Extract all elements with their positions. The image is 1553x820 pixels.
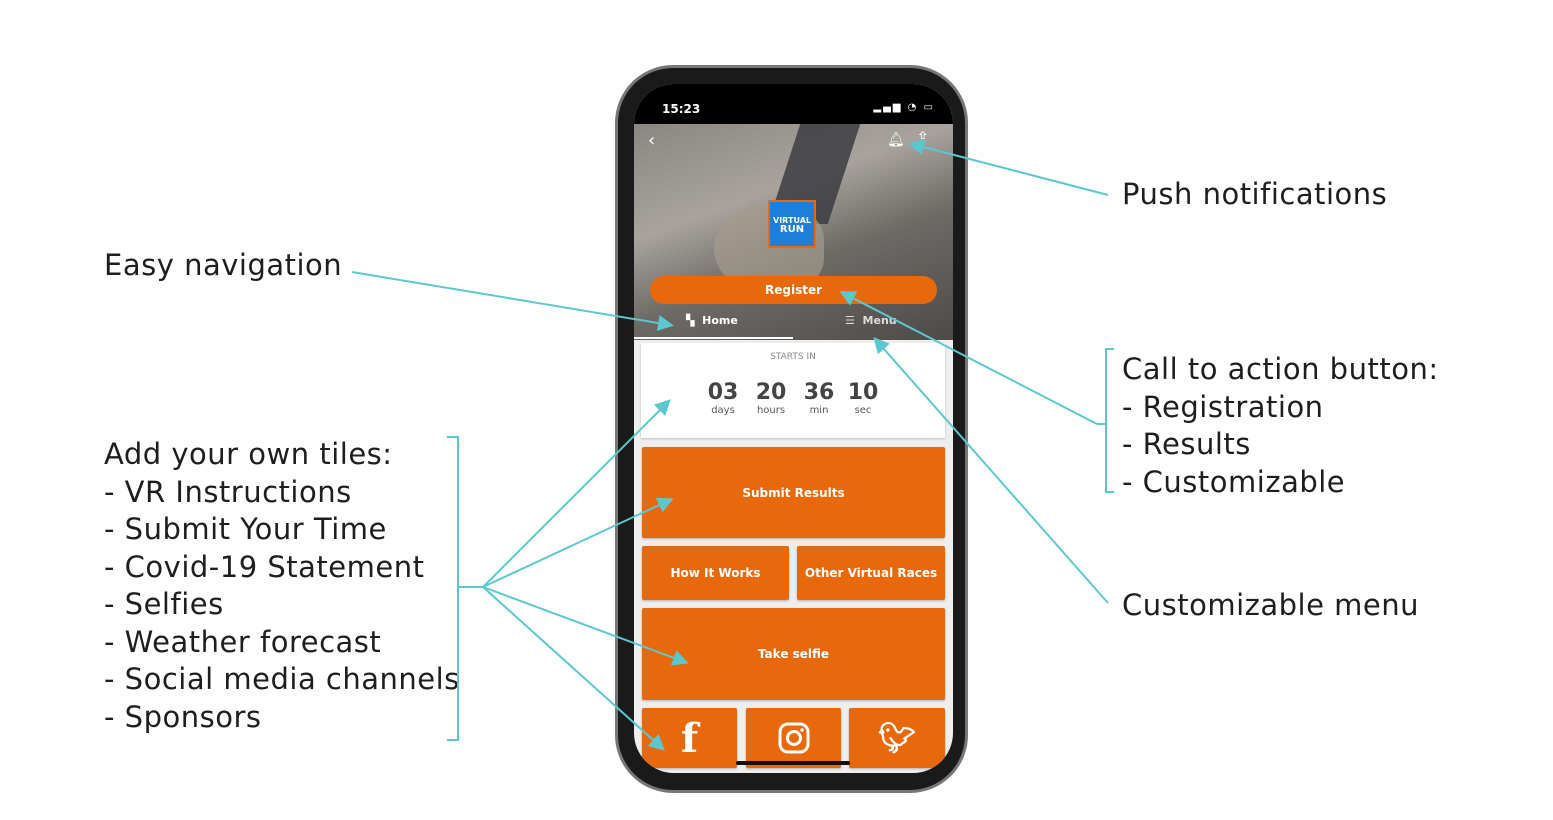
countdown-title: STARTS IN — [770, 352, 816, 362]
status-time: 15:23 — [662, 102, 701, 116]
how-it-works-tile[interactable]: How It Works — [642, 546, 789, 600]
instagram-icon — [778, 722, 809, 754]
cta-line: - Registration — [1122, 389, 1324, 424]
tab-home-label: Home — [702, 314, 738, 327]
instagram-tile[interactable] — [746, 708, 841, 768]
countdown-value: 20 — [755, 380, 787, 405]
bracket-cta — [1097, 348, 1114, 493]
home-indicator — [736, 761, 850, 765]
facebook-icon: f — [680, 714, 699, 762]
register-button[interactable]: Register — [650, 276, 937, 304]
virtual-run-logo: VIRTUAL RUN — [768, 200, 816, 248]
twitter-tile[interactable]: 🐦︎ — [849, 708, 945, 768]
tab-menu[interactable]: ☰ Menu — [845, 314, 897, 327]
phone-screen: 15:23 ▂▄▆ ◔ ▭ ‹ 🔔︎ ⇪ VIRTUAL RUN Registe… — [634, 84, 953, 773]
submit-results-tile[interactable]: Submit Results — [642, 447, 945, 538]
countdown-unit: sec — [854, 405, 872, 416]
countdown-unit: hours — [756, 405, 786, 416]
tiles-line: - Selfies — [104, 587, 224, 621]
tiles-line: - Covid-19 Statement — [104, 549, 425, 584]
other-virtual-races-tile[interactable]: Other Virtual Races — [797, 546, 945, 600]
tiles-line: - Weather forecast — [104, 624, 382, 659]
countdown-value: 36 — [803, 380, 835, 405]
countdown-unit: days — [711, 405, 735, 416]
easy-navigation-label: Easy navigation — [104, 248, 343, 282]
logo-line2: RUN — [779, 224, 805, 235]
tiles-line: - Submit Your Time — [104, 512, 387, 546]
push-notifications-label: Push notifications — [1122, 177, 1388, 211]
status-bar: 15:23 ▂▄▆ ◔ ▭ — [634, 84, 953, 124]
share-icon[interactable]: ⇪ — [916, 128, 930, 147]
tiles-line: - Social media channels — [104, 662, 460, 696]
logo-line1: VIRTUAL — [773, 216, 811, 225]
menu-icon: ☰ — [845, 314, 855, 327]
home-icon: ▚ — [686, 314, 695, 327]
tiles-line: - VR Instructions — [104, 474, 352, 509]
twitter-icon: 🐦︎ — [877, 720, 917, 756]
tab-menu-label: Menu — [862, 314, 897, 327]
cta-line: - Results — [1122, 427, 1251, 461]
facebook-tile[interactable]: f — [642, 708, 737, 768]
take-selfie-tile[interactable]: Take selfie — [642, 608, 945, 700]
tiles-label: Add your own tiles: - VR Instructions - … — [104, 436, 460, 736]
tab-indicator — [634, 337, 793, 339]
back-icon[interactable]: ‹ — [648, 130, 656, 151]
countdown-unit: min — [809, 405, 829, 416]
tiles-line: - Sponsors — [104, 699, 262, 734]
hero-image: ‹ 🔔︎ ⇪ VIRTUAL RUN Register ▚ Home ☰ Men… — [634, 124, 953, 340]
status-icons: ▂▄▆ ◔ ▭ — [873, 102, 935, 113]
tab-home[interactable]: ▚ Home — [686, 314, 738, 327]
call-to-action-label: Call to action button: - Registration - … — [1122, 351, 1439, 501]
cta-line: Call to action button: — [1122, 352, 1439, 386]
cta-line: - Customizable — [1122, 464, 1346, 499]
countdown-value: 03 — [707, 380, 739, 405]
tiles-line: Add your own tiles: — [104, 437, 393, 471]
bell-icon[interactable]: 🔔︎ — [887, 132, 905, 148]
customizable-menu-label: Customizable menu — [1122, 588, 1420, 622]
countdown-value: 10 — [847, 380, 879, 405]
